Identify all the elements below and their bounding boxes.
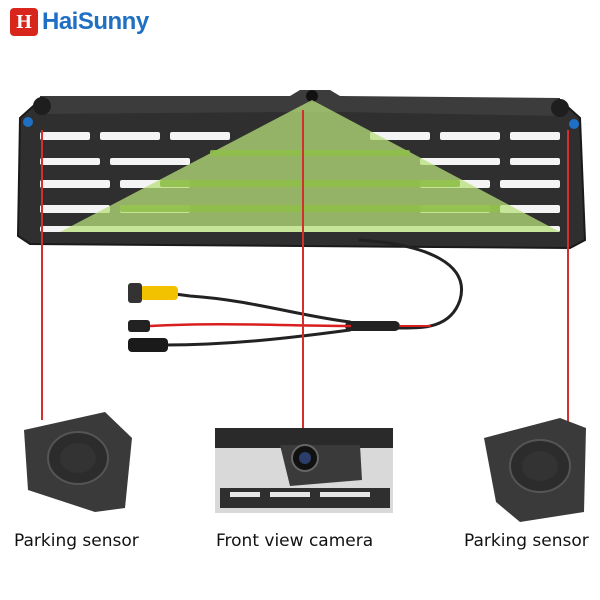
left-sensor-caption: Parking sensor: [14, 531, 139, 551]
pointer-lines: [41, 110, 569, 428]
left-parking-sensor: [24, 412, 132, 512]
brand-name: HaiSunny: [42, 8, 149, 35]
brand-mark-icon: H: [10, 8, 38, 36]
right-sensor-caption: Parking sensor: [464, 531, 589, 551]
rca-connector-icon: [128, 283, 178, 303]
front-view-camera: [215, 428, 393, 513]
camera-caption: Front view camera: [216, 531, 374, 551]
right-parking-sensor: [484, 418, 586, 522]
camera-view-cone: [60, 100, 560, 232]
brand-logo: H HaiSunny: [10, 8, 149, 36]
right-clip-icon: [569, 119, 579, 129]
left-clip-icon: [23, 117, 33, 127]
power-connector-icon: [128, 320, 168, 352]
wiring-harness: [148, 238, 463, 347]
